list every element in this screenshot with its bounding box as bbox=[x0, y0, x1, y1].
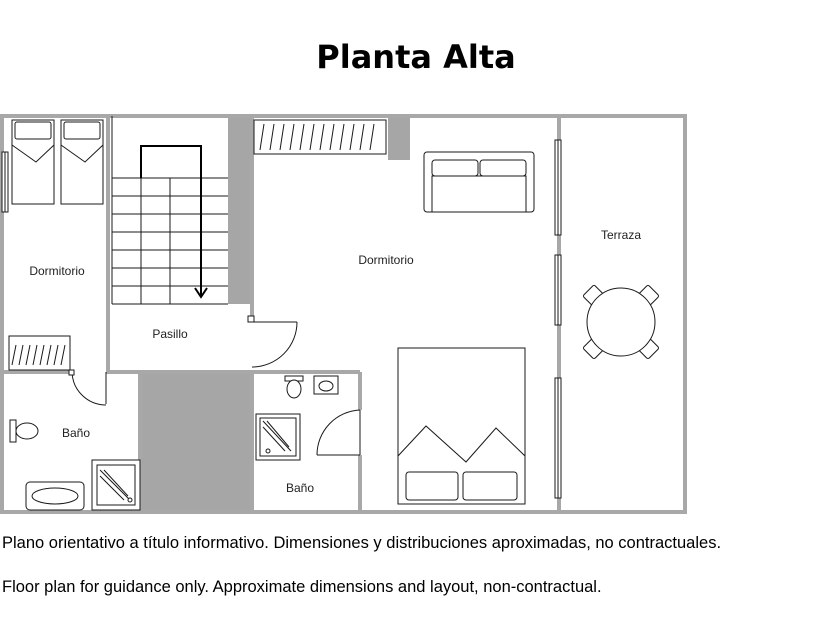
bathroom-left-door bbox=[68, 369, 107, 406]
stair-wall-block bbox=[228, 116, 252, 304]
wardrobe-main bbox=[253, 119, 387, 155]
bathroom-center-fixtures bbox=[255, 375, 339, 461]
void-block bbox=[141, 374, 251, 512]
room-label-bathroom-left: Baño bbox=[62, 426, 90, 440]
staircase bbox=[111, 116, 228, 305]
room-label-hallway: Pasillo bbox=[152, 327, 188, 341]
sofa bbox=[423, 151, 535, 213]
bathroom-center-door bbox=[316, 409, 361, 456]
floor-plan: Dormitorio Pasillo Dormitorio Terraza Ba… bbox=[0, 114, 687, 514]
double-bed bbox=[397, 347, 526, 505]
terrace-windows bbox=[554, 139, 562, 499]
interior-walls bbox=[2, 116, 362, 512]
pillar-block bbox=[388, 116, 410, 160]
room-label-terrace: Terraza bbox=[601, 228, 641, 242]
bathroom-left-fixtures bbox=[9, 419, 141, 511]
hallway-door bbox=[247, 315, 298, 368]
outer-walls bbox=[0, 114, 687, 514]
wardrobe-left bbox=[8, 335, 71, 371]
disclaimer-spanish: Plano orientativo a título informativo. … bbox=[2, 534, 722, 552]
room-label-bedroom-left: Dormitorio bbox=[29, 264, 85, 278]
disclaimer-english: Floor plan for guidance only. Approximat… bbox=[2, 578, 602, 596]
left-window bbox=[1, 151, 9, 213]
twin-beds bbox=[11, 119, 104, 205]
room-label-bedroom-main: Dormitorio bbox=[358, 253, 414, 267]
terrace-table bbox=[583, 285, 659, 359]
page-title: Planta Alta bbox=[316, 38, 516, 76]
stair-arrow bbox=[140, 145, 208, 299]
room-label-bathroom-center: Baño bbox=[286, 481, 314, 495]
